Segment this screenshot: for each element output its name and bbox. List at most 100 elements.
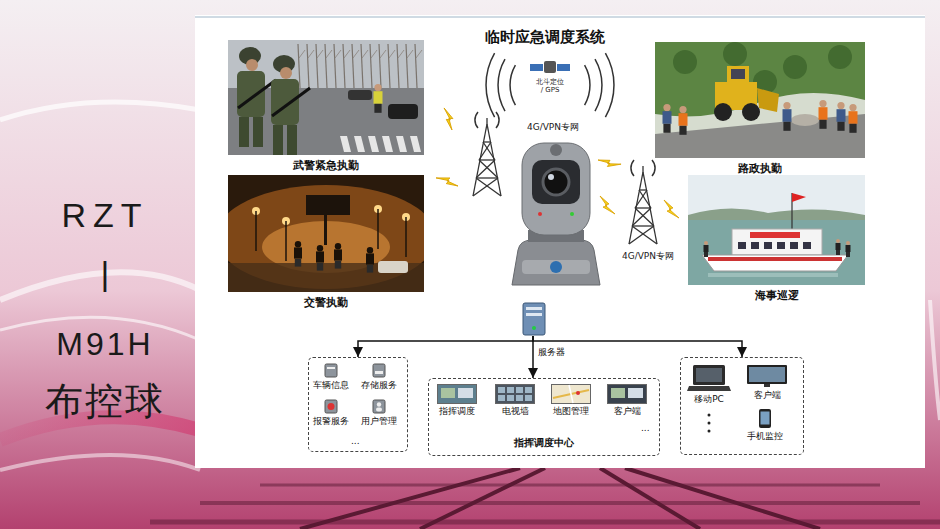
signal-waves-part [652,160,655,176]
item-icon-part-part [628,388,643,398]
photo-image-part-part [340,136,351,152]
server-tower-part [523,303,545,335]
item-icon-part-part [325,400,337,413]
photo-image-part-part [849,124,856,133]
service-group: 车辆信息存储服务报警服务用户管理... [308,357,408,452]
photo-image-part-part [849,111,858,124]
signal-waves-part [605,53,614,117]
photo-caption: 武警紧急执勤 [228,158,424,173]
group-item: 存储服务 [361,363,397,391]
connector-arrow [532,336,534,378]
server-tower [516,302,550,336]
photo-image-part-part [702,255,848,271]
photo-image-part-part [397,44,399,88]
photo-image-part-part [688,220,865,285]
item-icon-part [552,385,591,404]
photo-image-part-part [308,50,314,58]
group-item: 报警服务 [313,399,349,427]
item-icon-part-part [759,409,771,428]
item-icon-part-part [552,385,591,404]
photo-image-part-part [335,261,341,269]
photo-image-part-part [751,242,759,249]
photo-image-part-part [777,242,785,249]
photo-image-part-part [849,104,856,111]
photo-image-part-part [655,42,865,116]
dome-camera-part [512,240,600,285]
photo-image-part-part [837,102,844,109]
item-icon-part-part [375,371,383,374]
photo-image-part-part [837,122,844,131]
satellite-icon-part [544,61,556,73]
dome-camera-part [522,260,590,274]
photo-image-part-part [368,136,379,152]
ellipsis-dots-part [708,422,711,425]
group-item: 用户管理 [361,399,397,427]
item-icon [324,363,338,378]
photo-image-part-part [272,88,310,116]
item-label: 电视墙 [502,406,529,417]
item-icon [758,408,772,429]
photo-image-part-part [405,217,407,257]
item-icon [745,364,789,388]
photo-image-part-part [354,136,365,152]
photo-image-part-part [836,239,840,243]
scene-photo: 路政执勤 [655,42,865,176]
item-icon-part-part [687,386,731,391]
item-icon [551,384,591,404]
item-icon-part-part [498,387,505,393]
satellite-icon [530,61,570,73]
railway-part [200,501,920,505]
network-label: 4G/VPN专网 [518,122,588,132]
server-tower-part [526,307,542,310]
item-icon-part-part [498,395,505,401]
photo-image-part-part [828,45,852,69]
photo-image-part-part [655,114,865,158]
photo-image-part-part [370,44,372,88]
item-icon-part [325,364,337,377]
photo-image-part [688,175,865,285]
lightning-bolts [436,108,679,218]
scene-photo: 海事巡逻 [688,175,865,303]
cell-tower [473,118,501,196]
item-label: ... [641,423,650,434]
photo-image-part-part [294,247,302,258]
photo-image-part-part [388,44,390,88]
item-icon-part [373,400,385,413]
photo-image-part-part [708,257,842,261]
ellipsis-dots-part [708,414,711,417]
item-icon-part-part [328,403,335,410]
cell-tower-part [642,166,643,172]
cell-tower-part [632,208,651,226]
photo-image-part-part [837,109,846,122]
item-icon [495,384,535,404]
photo-image-part-part [704,245,709,252]
photo-image-part-part [352,44,354,88]
photo-caption: 路政执勤 [655,161,865,176]
photo-image-part-part [366,253,374,264]
photo-image-part-part [846,241,850,245]
item-label: 车辆信息 [313,380,349,391]
photo-image-part-part [238,80,276,108]
photo-image-part-part [271,79,299,125]
panel-rule [195,17,925,18]
item-icon-part-part [458,388,473,398]
photo-image-part-part [819,120,826,129]
scene-photo: 武警紧急执勤 [228,40,424,173]
product-brand: RZT [15,196,195,235]
item-icon-part-part [749,367,785,382]
ellipsis-dots-part [708,430,711,433]
railway [150,468,940,529]
photo-image-part [228,40,424,155]
photo-image-part-part [316,251,324,262]
item-icon-part-part [507,395,514,401]
photo-image-part-part [757,88,779,112]
photo-image-part-part [326,50,332,58]
photo-image-part-part [382,136,393,152]
group-item: 手机监控 [747,408,783,442]
photo-image-part-part [388,104,418,119]
dome-camera-part [543,169,569,195]
photo-image-part-part [704,241,708,245]
photo-image-part-part [663,111,672,124]
group-item: 移动PC [687,364,731,405]
